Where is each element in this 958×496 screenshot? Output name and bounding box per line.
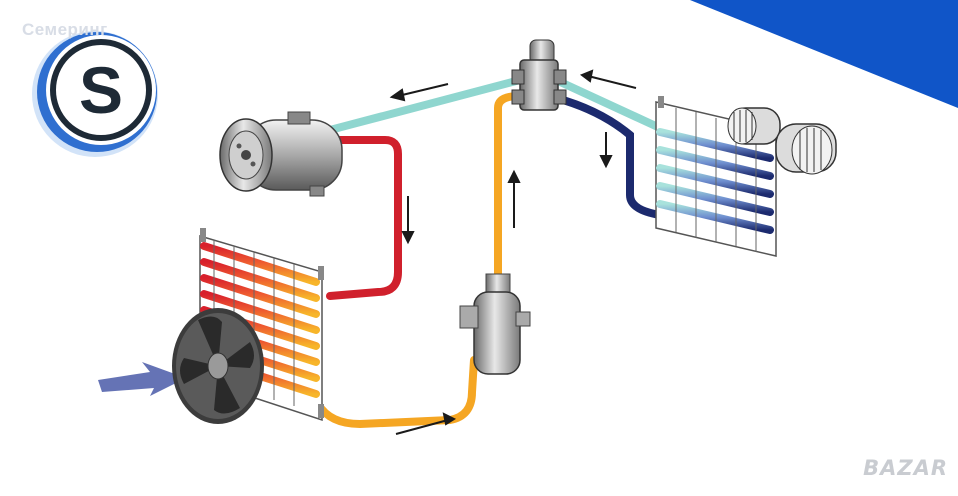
flow-arrows [389,69,637,435]
arrow-from-evaporator [587,75,637,89]
corner-accent [690,0,958,108]
arrow-liquid-right [395,419,449,435]
brand-logo: S [32,31,158,157]
logo-letter: S [79,53,123,127]
compressor-icon [219,111,343,197]
arrow-to-compressor [397,83,449,97]
expansion-valve-icon [511,39,567,111]
bazar-watermark: BAZAR [863,456,948,480]
evaporator-inlet-line [552,94,664,219]
brand-name: Семеринг [22,20,108,39]
liquid-line-valve [494,92,524,282]
receiver-drier-icon [459,273,531,375]
hot-gas-line [326,136,402,300]
suction-line [326,76,524,134]
fan-icon [172,308,264,424]
evaporator-outlet-line [552,76,664,132]
liquid-line [314,356,478,429]
air-flow-arrow [98,362,186,396]
blower-icon [727,107,837,175]
